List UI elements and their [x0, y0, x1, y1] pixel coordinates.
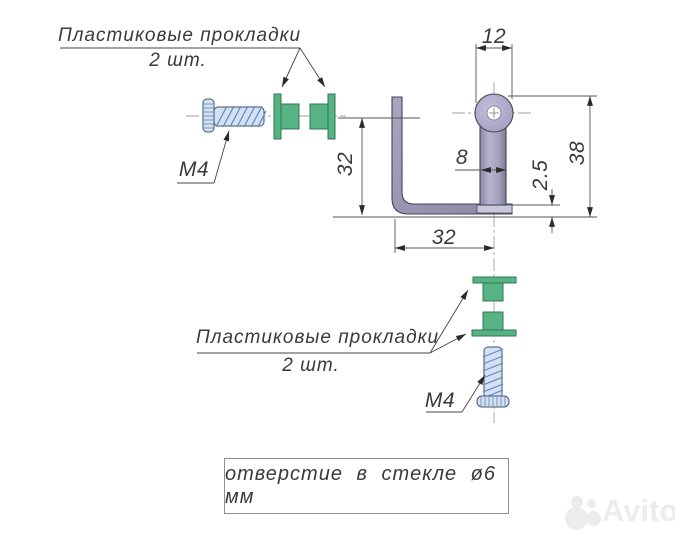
spacer-upper-body	[482, 282, 504, 302]
spacer-lower-body	[482, 311, 504, 331]
spacer-lower-flange	[471, 329, 517, 337]
dim-hook-depth: 32	[431, 226, 457, 249]
spacer-upper-flange	[472, 276, 517, 284]
bracket-strap	[479, 120, 507, 206]
bottom-spacers-label: Пластиковые прокладки	[196, 327, 440, 348]
spacer-right-flange	[327, 93, 336, 140]
avito-watermark: Avito	[558, 492, 675, 536]
avito-logo-circle-tiny	[587, 499, 596, 508]
dim-plate-thickness-lines	[512, 189, 560, 233]
bottom-quantity-label: 2 шт.	[282, 355, 340, 376]
bottom-label-leader	[197, 289, 469, 354]
bracket-front-view	[474, 93, 514, 206]
screw-side-view	[202, 98, 267, 133]
avito-watermark-text: Avito	[602, 493, 675, 528]
m4-label-bottom: M4	[424, 389, 456, 412]
avito-logo-circle-small	[571, 496, 583, 508]
top-m4-leader	[177, 130, 230, 184]
dim-overall-height: 38	[566, 140, 589, 166]
dim-hole-boss-width: 12	[481, 25, 507, 48]
top-quantity-label: 2 шт.	[149, 50, 207, 71]
dim-overall-height-lines	[508, 95, 597, 217]
dim-strap-width: 8	[455, 146, 469, 169]
dim-hook-height-lines	[338, 117, 420, 215]
spacers-pair-side-view	[273, 93, 336, 140]
dim-hook-depth-lines	[394, 219, 494, 253]
spacers-stack-front-view	[471, 276, 517, 337]
dim-plate-thickness: 2.5	[529, 159, 552, 191]
spacer-left-flange	[273, 93, 282, 140]
avito-logo-circle-large	[565, 507, 588, 530]
screw-vertical-view	[476, 346, 510, 408]
dim-hook-height: 32	[334, 151, 357, 177]
bottom-m4-leader	[426, 374, 486, 413]
top-label-leader	[60, 47, 326, 88]
spacer-right-body	[309, 103, 329, 130]
dim-hole-boss-width-lines	[475, 44, 513, 103]
glass-plate-edge	[476, 204, 513, 214]
top-spacers-label: Пластиковые прокладки	[58, 25, 302, 46]
m4-label-top: M4	[178, 158, 210, 181]
glass-hole-note-text: отверстие в стекле ø6 мм	[225, 463, 497, 508]
spacer-left-body	[280, 103, 300, 130]
glass-hole-note-box: отверстие в стекле ø6 мм	[224, 458, 509, 514]
avito-logo-circle-medium	[586, 511, 601, 526]
